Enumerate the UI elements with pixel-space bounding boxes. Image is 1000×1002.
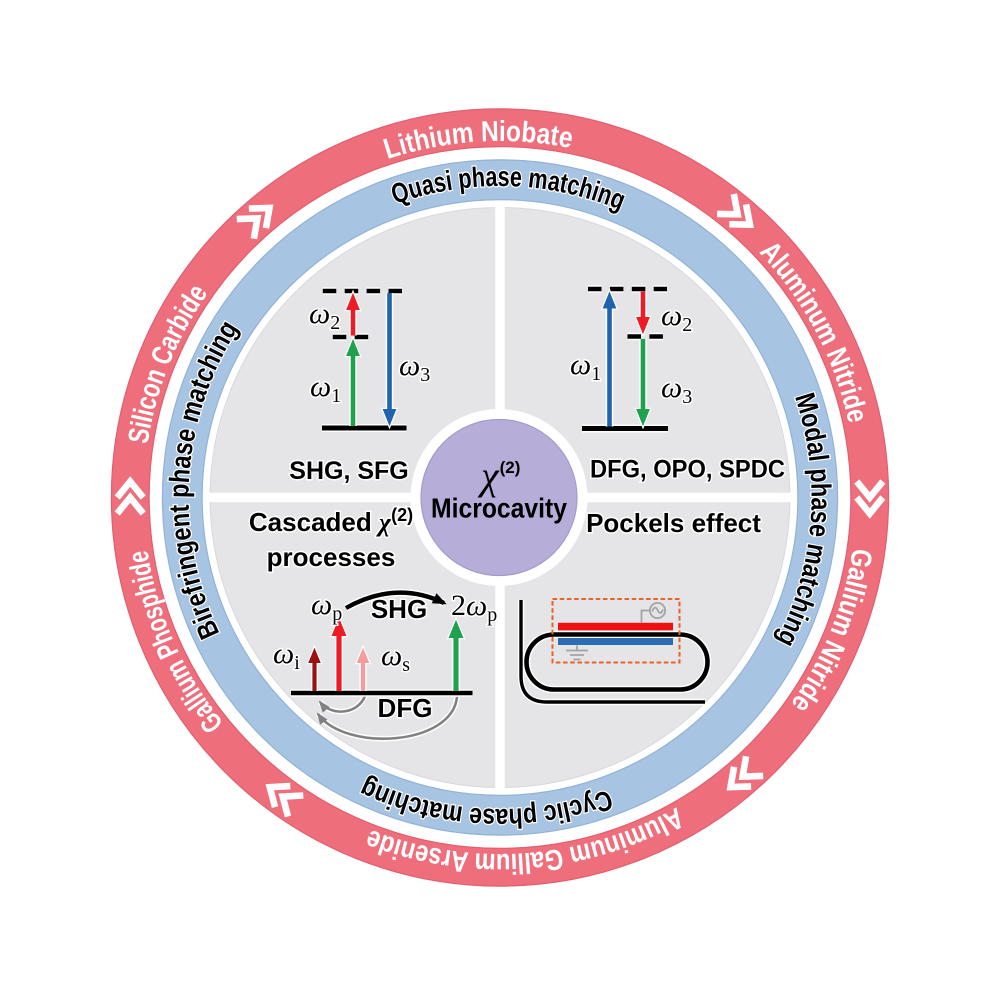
svg-text:processes: processes: [267, 542, 396, 572]
svg-text:SHG, SFG: SHG, SFG: [289, 457, 408, 485]
svg-text:DFG: DFG: [378, 693, 433, 723]
svg-text:ωp: ωp: [311, 588, 342, 625]
svg-text:χ(2): χ(2): [477, 453, 520, 498]
svg-text:ωi: ωi: [273, 637, 300, 674]
svg-text:Cascaded χ(2): Cascaded χ(2): [249, 505, 413, 537]
svg-text:Microcavity: Microcavity: [431, 493, 567, 524]
svg-text:ω1: ω1: [570, 348, 601, 385]
svg-text:ωs: ωs: [381, 639, 410, 676]
svg-text:ω2: ω2: [661, 299, 692, 336]
svg-text:Pockels effect: Pockels effect: [586, 508, 761, 538]
svg-text:DFG, OPO, SPDC: DFG, OPO, SPDC: [590, 456, 785, 484]
svg-text:ω2: ω2: [309, 297, 340, 334]
svg-text:ω3: ω3: [399, 349, 430, 386]
svg-text:ω3: ω3: [661, 371, 692, 408]
svg-text:ω1: ω1: [310, 370, 341, 407]
